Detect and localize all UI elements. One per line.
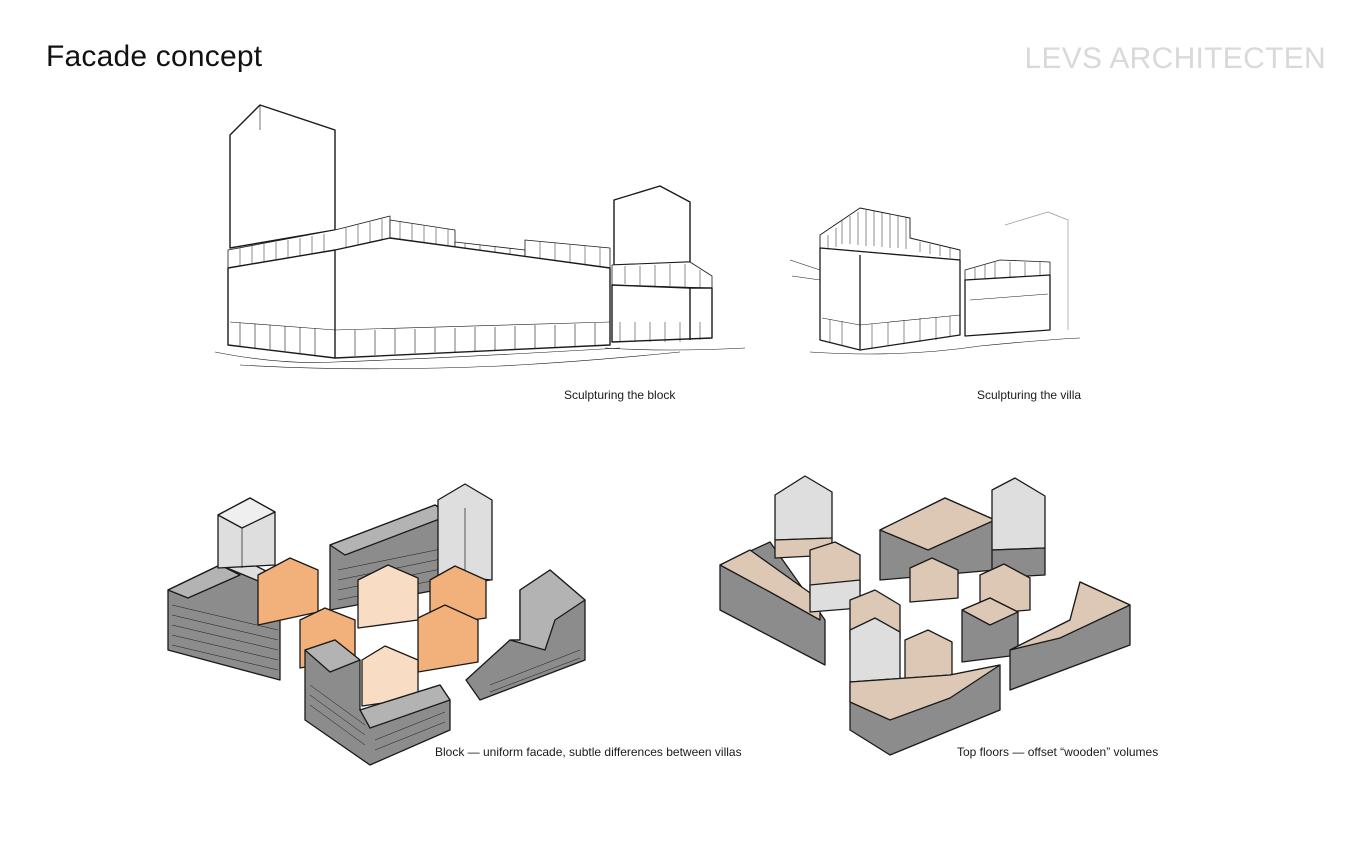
caption-top-floors: Top floors — offset “wooden” volumes <box>957 745 1159 759</box>
caption-sculpting-villa: Sculpturing the villa <box>977 388 1082 402</box>
sketch-block-perspective <box>214 104 746 370</box>
sketch-villa-perspective <box>789 207 1081 355</box>
villa-group <box>809 541 1031 683</box>
villa-group <box>257 557 487 707</box>
caption-block-uniform: Block — uniform facade, subtle differenc… <box>435 745 742 759</box>
diagram-top-floors-wooden <box>719 475 1131 756</box>
caption-sculpting-block: Sculpturing the block <box>564 388 676 402</box>
page-title: Facade concept <box>46 40 263 73</box>
brand-wordmark: LEVS ARCHITECTEN <box>1024 42 1326 75</box>
diagram-block-uniform-facade <box>167 483 586 766</box>
